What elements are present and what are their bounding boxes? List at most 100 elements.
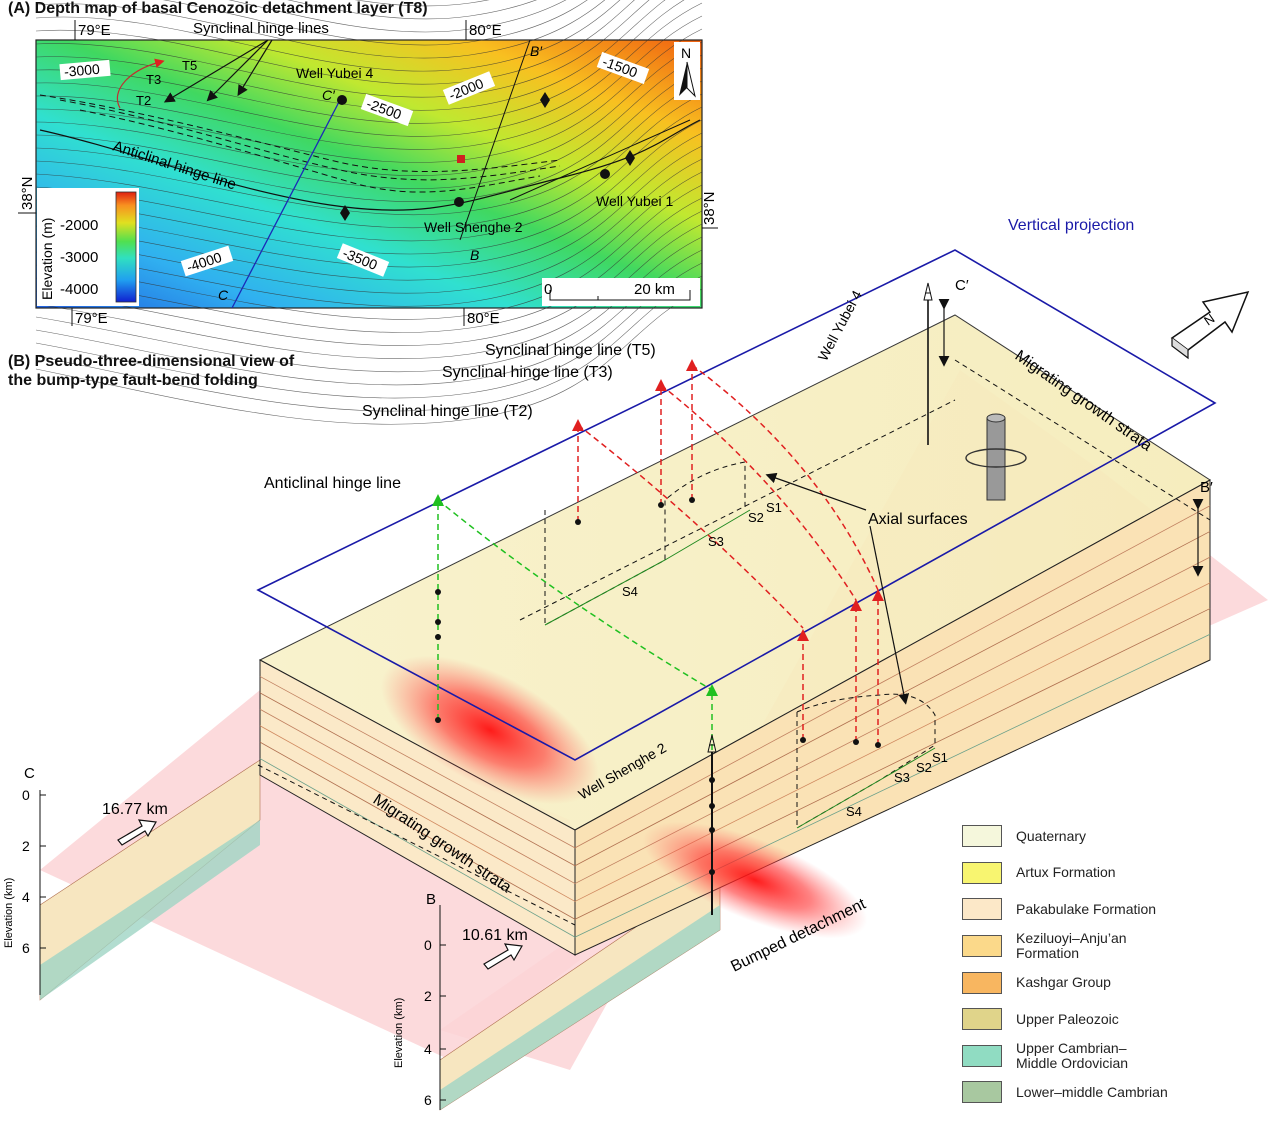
- pointer-arrow: [237, 39, 273, 97]
- contour-line: [162, 0, 588, 46]
- fault-diamond-icon: [340, 205, 350, 221]
- fault-line: [509, 119, 691, 201]
- legend-swatch: [962, 1081, 1002, 1104]
- contour-line: [35, 0, 606, 59]
- well-yubei4-3d-label: Well Yubei 4: [815, 287, 866, 363]
- legend-label: Pakabulake Formation: [1016, 900, 1157, 917]
- legend-item: Lower–middle Cambrian: [962, 1074, 1262, 1111]
- legend-swatch: [962, 861, 1002, 884]
- svg-text:6: 6: [424, 1092, 432, 1108]
- contour-line: [287, 0, 537, 20]
- svg-text:-4000: -4000: [60, 281, 98, 298]
- lat-label: 38°N: [701, 191, 718, 225]
- north-arrow-icon: N: [674, 42, 700, 100]
- t3-label: T3: [146, 72, 161, 87]
- strata-line: [259, 692, 576, 867]
- legend-swatch: [962, 1044, 1002, 1067]
- synclinal-t3-label: Synclinal hinge line (T3): [442, 364, 613, 381]
- strata-slab-base: [440, 905, 720, 1110]
- panel-b-title: (B) Pseudo-three-dimensional view of the…: [8, 352, 388, 390]
- vertical-projection-label: Vertical projection: [1008, 217, 1134, 234]
- contour-line: [35, 0, 621, 72]
- svg-text:4: 4: [424, 1041, 432, 1057]
- legend-item: Kashgar Group: [962, 964, 1262, 1001]
- legend-label: Kashgar Group: [1016, 974, 1111, 991]
- anticlinal-hinge-label: Anticlinal hinge line: [264, 475, 401, 492]
- section-line-c: [231, 99, 341, 309]
- well-rig-icon: [923, 282, 933, 301]
- synclinal-hinge-line-map: [39, 94, 561, 173]
- s1-label: S1: [932, 750, 948, 765]
- strata-line: [259, 741, 576, 920]
- svg-text:0: 0: [424, 937, 432, 953]
- contour-line: [35, 288, 703, 425]
- contour-line: [354, 0, 490, 7]
- vertical-projection-plane: [256, 249, 1217, 761]
- strata-line: [259, 725, 576, 902]
- anticline-curve: [437, 499, 713, 691]
- contour-line: [35, 275, 703, 412]
- legend-label: Artux Formation: [1016, 864, 1116, 881]
- contour-line: [35, 0, 635, 85]
- migration-arrow: [116, 58, 165, 109]
- strata-slab-base: [40, 820, 260, 1000]
- contour-line: [35, 210, 703, 346]
- strata-line: [259, 708, 576, 884]
- synclinal-t5-label: Synclinal hinge line (T5): [485, 342, 656, 359]
- axial-surface-outline: [544, 461, 746, 626]
- fault-diamond-icon: [540, 92, 550, 108]
- hinge-points: [435, 497, 881, 875]
- direction-arrow-icon: N: [1170, 290, 1250, 360]
- panel-a-title: (A) Depth map of basal Cenozoic detachme…: [8, 0, 428, 17]
- synclinal-hinge-lines-label: Synclinal hinge lines: [193, 20, 329, 37]
- s3-label: S3: [894, 770, 910, 785]
- axial-surface-outline: [796, 693, 936, 829]
- legend-item: Upper Cambrian– Middle Ordovician: [962, 1038, 1262, 1075]
- contour-label: -3000: [59, 59, 111, 81]
- strata-line: [259, 758, 576, 938]
- depth-map: -3000 -2500 -2000 -1500 -4000 -3500 Sync…: [18, 0, 718, 425]
- distance-b-label: 10.61 km: [462, 927, 528, 944]
- contour-line: [35, 145, 703, 281]
- svg-text:0: 0: [544, 281, 552, 298]
- strata-line: [259, 676, 576, 849]
- distance-c-label: 16.77 km: [102, 801, 168, 818]
- lon-label: 80°E: [467, 310, 500, 327]
- lon-label: 79°E: [78, 22, 111, 39]
- distance-arrow-icon: [483, 943, 523, 970]
- legend-label: Keziluoyi–Anju’an Formation: [1016, 930, 1127, 962]
- svg-text:Elevation (km): Elevation (km): [393, 998, 405, 1068]
- fault-diamond-icon: [625, 150, 635, 166]
- anticlinal-hinge-line-map: [39, 119, 701, 211]
- svg-text:2: 2: [424, 988, 432, 1004]
- strata-line: [574, 505, 1211, 849]
- contour-line: [35, 262, 703, 399]
- t2-label: T2: [136, 93, 151, 108]
- contour-line: [35, 2, 703, 137]
- legend-item: Keziluoyi–Anju’an Formation: [962, 928, 1262, 965]
- pointer-arrow: [206, 39, 269, 102]
- svg-text:B: B: [426, 891, 436, 908]
- svg-text:2: 2: [22, 838, 30, 854]
- well-dot-yubei4: [337, 95, 347, 105]
- legend-swatch: [962, 935, 1002, 958]
- axial-pointer: [765, 472, 867, 511]
- svg-text:-2000: -2000: [60, 217, 98, 234]
- elevation-axis-b: 0 2 4 6 Elevation (km) B: [393, 891, 446, 1110]
- svg-text:C: C: [24, 765, 35, 782]
- s4-label: S4: [846, 804, 862, 819]
- section-line-b: [459, 39, 531, 241]
- colorbar: Elevation (m) -2000 -3000 -4000: [37, 188, 139, 306]
- b-label: B: [470, 247, 479, 263]
- axial-surfaces-label: Axial surfaces: [868, 511, 968, 528]
- elevation-axis-c: 0 2 4 6 Elevation (km) C: [3, 765, 46, 995]
- syncline-curve-t3: [660, 384, 857, 601]
- contour-line: [35, 132, 703, 268]
- s2-label: S2: [916, 760, 932, 775]
- strata-line: [574, 633, 1211, 938]
- c-label: C: [218, 287, 229, 303]
- contour-line: [35, 93, 703, 229]
